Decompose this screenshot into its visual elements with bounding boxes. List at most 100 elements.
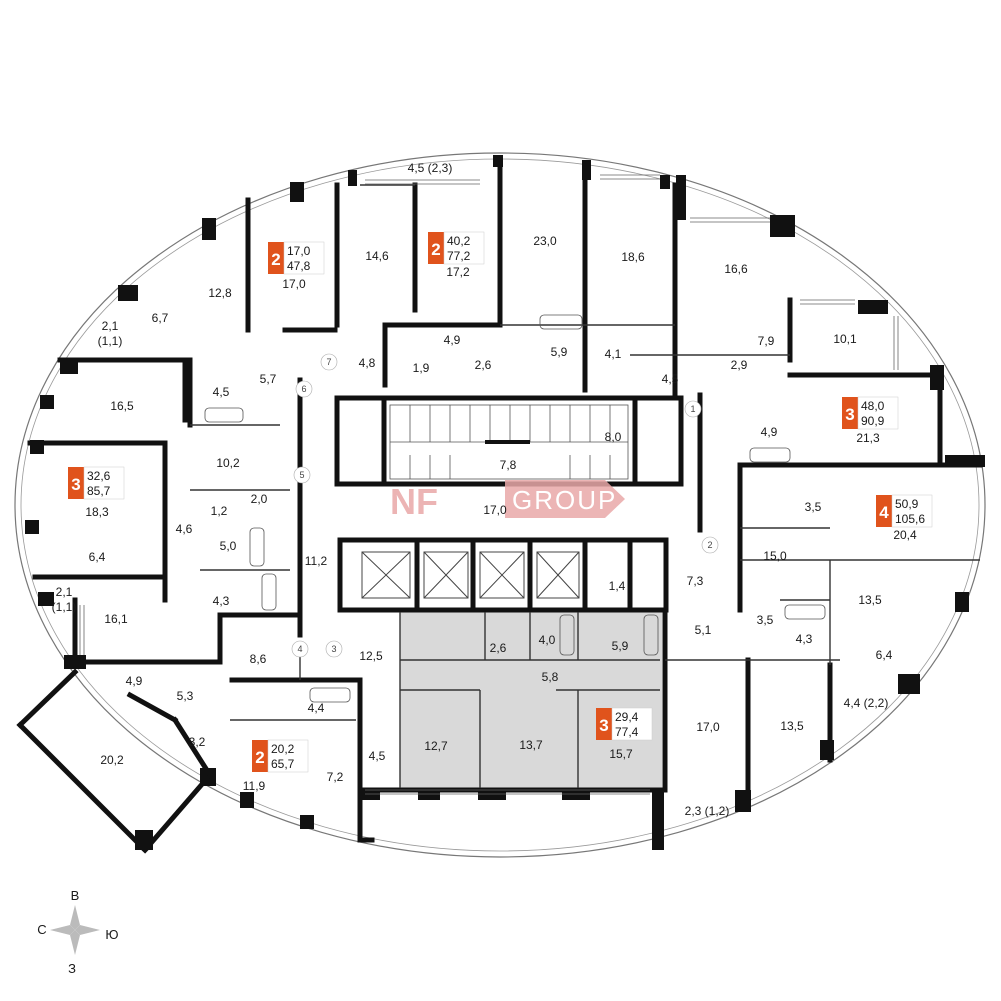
badge-living: 32,6 [87, 469, 111, 483]
walls [16, 157, 983, 854]
compass-south: З [68, 961, 76, 976]
room-area: 8,6 [250, 652, 267, 666]
badge-values-box [267, 739, 309, 773]
room-area: 12,5 [359, 649, 383, 663]
room-area: 4,3 [213, 594, 230, 608]
room-area: 1,4 [609, 579, 626, 593]
badge-box [596, 708, 612, 740]
room-area: 1,2 [211, 504, 228, 518]
room-area: 5,1 [695, 623, 712, 637]
room-area: 15,0 [763, 549, 787, 563]
door-number: 7 [326, 357, 331, 367]
door-number: 5 [299, 470, 304, 480]
badge-box [428, 232, 444, 264]
badge-living: 29,4 [615, 710, 639, 724]
badge-total: 77,4 [615, 725, 639, 739]
bathtubs [204, 314, 826, 703]
room-area: 20,4 [893, 528, 917, 542]
room-area: 3,2 [189, 735, 206, 749]
room-area: 16,1 [104, 612, 128, 626]
building-outline [14, 152, 986, 858]
badge-box [842, 397, 858, 429]
apartment-badge[interactable]: 3 32,685,7 [68, 466, 125, 500]
selected-apartment-fill[interactable] [400, 612, 662, 788]
room-area: 12,8 [208, 286, 232, 300]
room-area: 10,2 [216, 456, 240, 470]
room-area: 20,2 [100, 753, 124, 767]
stair-landing-mark [485, 440, 530, 444]
elevators [361, 551, 580, 599]
interior-partitions [190, 184, 980, 788]
badge-box [68, 467, 84, 499]
room-area: 8,0 [605, 430, 622, 444]
room-area: 21,3 [856, 431, 880, 445]
room-area: 13,7 [519, 738, 543, 752]
compass-north: В [71, 888, 80, 903]
badge-total: 77,2 [447, 249, 471, 263]
badge-rooms: 2 [255, 748, 264, 767]
room-area: 5,0 [220, 539, 237, 553]
room-area: 3,5 [805, 500, 822, 514]
room-area: 5,9 [612, 639, 629, 653]
room-area: 17,2 [446, 265, 470, 279]
room-area: 7,9 [758, 334, 775, 348]
room-area: 18,6 [621, 250, 645, 264]
badge-box [876, 495, 892, 527]
room-area: 16,6 [724, 262, 748, 276]
room-area: 7,2 [327, 770, 344, 784]
room-area: 5,8 [542, 670, 559, 684]
room-area: 4,9 [126, 674, 143, 688]
door-marker [701, 536, 719, 554]
room-area: 4,8 [359, 356, 376, 370]
badge-values-box [443, 231, 485, 265]
door-number: 1 [690, 404, 695, 414]
room-area: 7,8 [500, 458, 517, 472]
room-area: 6,4 [876, 648, 893, 662]
svg-text:GROUP: GROUP [512, 485, 617, 515]
room-area: 18,3 [85, 505, 109, 519]
compass-east: Ю [105, 927, 118, 942]
room-area: 15,7 [609, 747, 633, 761]
compass: В С Ю З [37, 888, 118, 976]
room-area: 5,9 [551, 345, 568, 359]
room-area: 4,5 [662, 372, 679, 386]
room-area: 4,5 [369, 749, 386, 763]
room-area: 11,9 [243, 779, 266, 793]
room-area: (1,1) [98, 334, 123, 348]
badge-living: 20,2 [271, 742, 295, 756]
badge-rooms: 3 [71, 475, 80, 494]
badge-values-box [83, 466, 125, 500]
windows [79, 174, 899, 795]
badge-rooms: 2 [431, 240, 440, 259]
room-area: 12,7 [424, 739, 448, 753]
room-area: 2,9 [731, 358, 748, 372]
badge-total: 85,7 [87, 484, 111, 498]
badge-rooms: 3 [845, 405, 854, 424]
room-area: 5,3 [177, 689, 194, 703]
room-area: 16,5 [110, 399, 134, 413]
room-area: 7,3 [687, 574, 704, 588]
room-area: 17,0 [696, 720, 720, 734]
room-area-labels: 4,5 (2,3)23,018,616,614,617,212,817,06,7… [52, 161, 917, 818]
badge-rooms: 3 [599, 716, 608, 735]
door-number: 3 [331, 644, 336, 654]
room-area: 2,6 [475, 358, 492, 372]
room-area: 2,3 (1,2) [685, 804, 730, 818]
room-area: 1,9 [413, 361, 430, 375]
apartment-badge[interactable]: 3 29,477,4 [596, 707, 653, 741]
room-area: 17,0 [282, 277, 306, 291]
room-area: 13,5 [858, 593, 882, 607]
badge-box [268, 242, 284, 274]
room-area: 4,3 [796, 632, 813, 646]
room-area: 5,7 [260, 372, 277, 386]
badge-rooms: 2 [271, 250, 280, 269]
room-area: 10,1 [833, 332, 857, 346]
room-area: 2,1 [56, 585, 73, 599]
room-area: 14,6 [365, 249, 389, 263]
